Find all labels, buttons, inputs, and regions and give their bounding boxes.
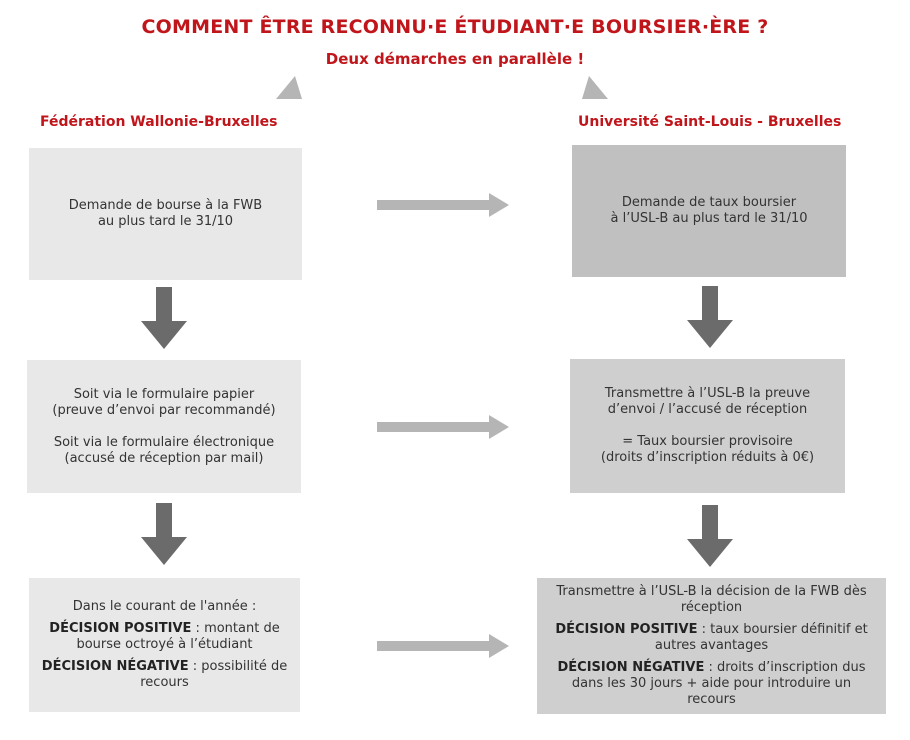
up-right-triangle-icon xyxy=(582,76,608,99)
uslb-decision-box: Transmettre à l’USL-B la décision de la … xyxy=(537,578,886,714)
uslb-proof-line-1: Transmettre à l’USL-B la preuve xyxy=(604,386,811,401)
down-arrow-icon xyxy=(141,503,187,565)
uslb-request-box: Demande de taux boursier à l’USL-B au pl… xyxy=(572,145,846,277)
negative-decision-text: : droits d’inscription dus dans les 30 j… xyxy=(571,660,866,707)
right-column-heading: Université Saint-Louis - Bruxelles xyxy=(578,114,842,130)
fwb-submission-line-1: Soit via le formulaire papier xyxy=(73,386,255,402)
down-arrow-icon xyxy=(687,505,733,567)
positive-decision-label: DÉCISION POSITIVE xyxy=(555,622,698,637)
negative-decision-label: DÉCISION NÉGATIVE xyxy=(41,659,189,674)
uslb-proof-line-2: d’envoi / l’accusé de réception xyxy=(607,402,808,417)
down-arrow-icon xyxy=(141,287,187,349)
uslb-negative-decision: DÉCISION NÉGATIVE : droits d’inscription… xyxy=(551,660,872,708)
fwb-submission-box: Soit via le formulaire papier (preuve d’… xyxy=(27,360,301,493)
page-title: COMMENT ÊTRE RECONNU·E ÉTUDIANT·E BOURSI… xyxy=(141,16,769,38)
positive-decision-text: : montant de bourse octroyé à l’étudiant xyxy=(76,621,280,652)
left-column-heading: Fédération Wallonie-Bruxelles xyxy=(40,114,278,130)
up-left-triangle-icon xyxy=(276,76,302,99)
uslb-request-line-1: Demande de taux boursier xyxy=(621,195,797,210)
right-arrow-icon xyxy=(377,634,509,658)
fwb-submission-line-4: (accusé de réception par mail) xyxy=(64,450,264,466)
uslb-proof-box: Transmettre à l’USL-B la preuve d’envoi … xyxy=(570,359,845,493)
fwb-request-line-1: Demande de bourse à la FWB xyxy=(68,198,263,213)
uslb-positive-decision: DÉCISION POSITIVE : taux boursier défini… xyxy=(551,622,872,654)
uslb-request-line-2: à l’USL-B au plus tard le 31/10 xyxy=(610,211,808,226)
uslb-proof-line-3: = Taux boursier provisoire xyxy=(622,434,793,449)
fwb-decision-box: Dans le courant de l'année : DÉCISION PO… xyxy=(29,578,300,712)
negative-decision-text: : possibilité de recours xyxy=(140,659,288,690)
fwb-request-line-2: au plus tard le 31/10 xyxy=(97,214,234,229)
uslb-decision-intro: Transmettre à l’USL-B la décision de la … xyxy=(556,584,867,615)
fwb-positive-decision: DÉCISION POSITIVE : montant de bourse oc… xyxy=(39,621,290,653)
fwb-negative-decision: DÉCISION NÉGATIVE : possibilité de recou… xyxy=(39,659,290,691)
fwb-submission-line-2: (preuve d’envoi par recommandé) xyxy=(52,402,276,418)
fwb-decision-intro: Dans le courant de l'année : xyxy=(72,599,257,614)
fwb-request-box: Demande de bourse à la FWB au plus tard … xyxy=(29,148,302,280)
negative-decision-label: DÉCISION NÉGATIVE xyxy=(557,660,705,675)
positive-decision-label: DÉCISION POSITIVE xyxy=(49,621,192,636)
fwb-submission-line-3: Soit via le formulaire électronique xyxy=(53,434,275,450)
uslb-proof-line-4: (droits d’inscription réduits à 0€) xyxy=(600,450,815,465)
down-arrow-icon xyxy=(687,286,733,348)
right-arrow-icon xyxy=(377,415,509,439)
positive-decision-text: : taux boursier définitif et autres avan… xyxy=(654,622,868,653)
page-subtitle: Deux démarches en parallèle ! xyxy=(325,50,585,68)
right-arrow-icon xyxy=(377,193,509,217)
